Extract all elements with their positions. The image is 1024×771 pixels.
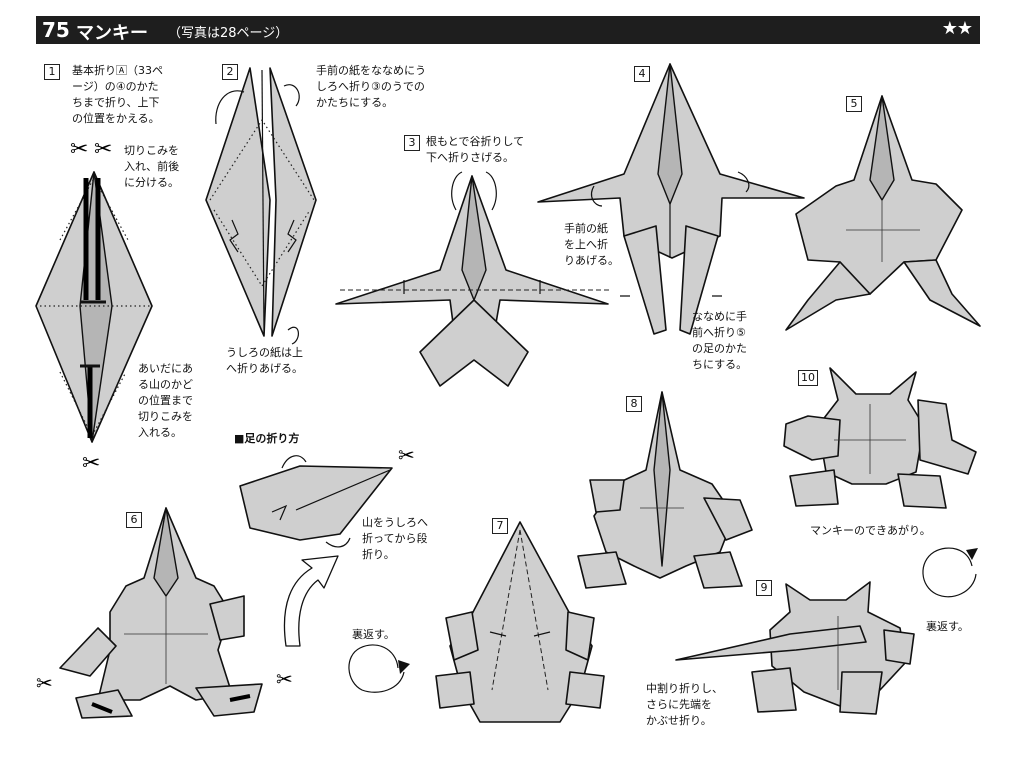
- step7-figure: [435, 521, 605, 723]
- turn-over-icon: [922, 547, 977, 598]
- step4-figure: [537, 63, 805, 335]
- step5-figure: [785, 95, 981, 331]
- step-number-6: 6: [126, 512, 142, 528]
- cut-mountain-line3: の位置まで: [138, 394, 193, 407]
- cut-mountain-line4: 切りこみを: [138, 410, 193, 423]
- step2-figure: [205, 67, 317, 345]
- cut-note-line2: 入れ、前後: [124, 160, 180, 173]
- back-paper-line1: うしろの紙は上: [226, 346, 303, 359]
- step3-figure: [335, 171, 610, 387]
- step-number-10: 10: [798, 370, 818, 386]
- cut-note-line3: に分ける。: [124, 176, 179, 189]
- step1-figure: ✂ ✂ ✂: [35, 137, 153, 476]
- scissors-icon: ✂: [276, 667, 293, 691]
- cut-note-line1: 切りこみを: [124, 144, 179, 157]
- step-number-2: 2: [222, 64, 238, 80]
- foot-detail-figure: ✂: [239, 443, 415, 548]
- step6-figure: ✂ ✂: [36, 507, 293, 719]
- foot-instruction-line3: 折り。: [362, 548, 395, 561]
- front-paper-line3: りあげる。: [564, 254, 619, 267]
- foot-heading: ■足の折り方: [234, 432, 300, 445]
- foot-instruction-line1: 山をうしろへ: [362, 516, 428, 529]
- difficulty-stars: ★★: [941, 18, 973, 39]
- cut-mountain-line2: る山のかど: [138, 378, 193, 391]
- diag-forward-line4: ちにする。: [692, 358, 748, 371]
- step-number-8: 8: [626, 396, 642, 412]
- step3-text-line1: 根もとで谷折りして: [426, 135, 525, 148]
- step-number-4: 4: [634, 66, 650, 82]
- diag-forward-line1: ななめに手: [692, 310, 747, 323]
- scissors-icon: ✂: [82, 451, 100, 476]
- step2-text-line2: しろへ折り③のうでの: [316, 80, 425, 93]
- scissors-icon: ✂: [36, 671, 53, 695]
- inside-reverse-line2: さらに先端を: [646, 698, 712, 711]
- turn-over-label-2: 裏返す。: [926, 620, 969, 633]
- step3-text-line2: 下へ折りさげる。: [426, 151, 514, 164]
- step2-text-line3: かたちにする。: [316, 96, 394, 109]
- step10-figure: [783, 367, 977, 509]
- turn-over-icon: [348, 644, 405, 693]
- step1-text-line2: ージ）の④のかた: [72, 80, 159, 93]
- model-title: マンキー: [76, 23, 148, 44]
- step1-text-line1: 基本折り🄰（33ペ: [72, 64, 163, 77]
- turn-arrow-icon: [283, 555, 339, 647]
- step-number-7: 7: [492, 518, 508, 534]
- photo-reference: （写真は28ページ）: [168, 26, 289, 41]
- inside-reverse-line3: かぶせ折り。: [646, 714, 712, 727]
- step-number-1: 1: [44, 64, 60, 80]
- scissors-icon: ✂: [398, 443, 415, 467]
- model-number: 75: [42, 18, 70, 42]
- step-number-5: 5: [846, 96, 862, 112]
- title-bar: 75 マンキー （写真は28ページ） ★★: [36, 16, 980, 44]
- back-paper-line2: へ折りあげる。: [226, 362, 303, 375]
- step2-text-line1: 手前の紙をななめにう: [316, 64, 426, 77]
- cut-mountain-line1: あいだにあ: [138, 362, 193, 375]
- front-paper-line2: を上へ折: [564, 238, 608, 251]
- step-number-3: 3: [404, 135, 420, 151]
- diag-forward-line3: の足のかた: [692, 342, 747, 355]
- scissors-icon: ✂: [94, 137, 112, 162]
- front-paper-line1: 手前の紙: [564, 222, 608, 235]
- step1-text-line4: の位置をかえる。: [72, 112, 160, 125]
- step8-figure: [577, 391, 753, 589]
- diag-forward-line2: 前へ折り⑤: [692, 326, 746, 339]
- step9-figure: [675, 581, 915, 715]
- foot-instruction-line2: 折ってから段: [362, 532, 428, 545]
- inside-reverse-line1: 中割り折りし、: [646, 682, 723, 695]
- scissors-icon: ✂: [70, 137, 88, 162]
- complete-caption: マンキーのできあがり。: [810, 524, 931, 537]
- turn-over-label-1: 裏返す。: [352, 628, 395, 641]
- step1-text-line3: ちまで折り、上下: [72, 96, 160, 109]
- cut-mountain-line5: 入れる。: [138, 426, 182, 439]
- step-number-9: 9: [756, 580, 772, 596]
